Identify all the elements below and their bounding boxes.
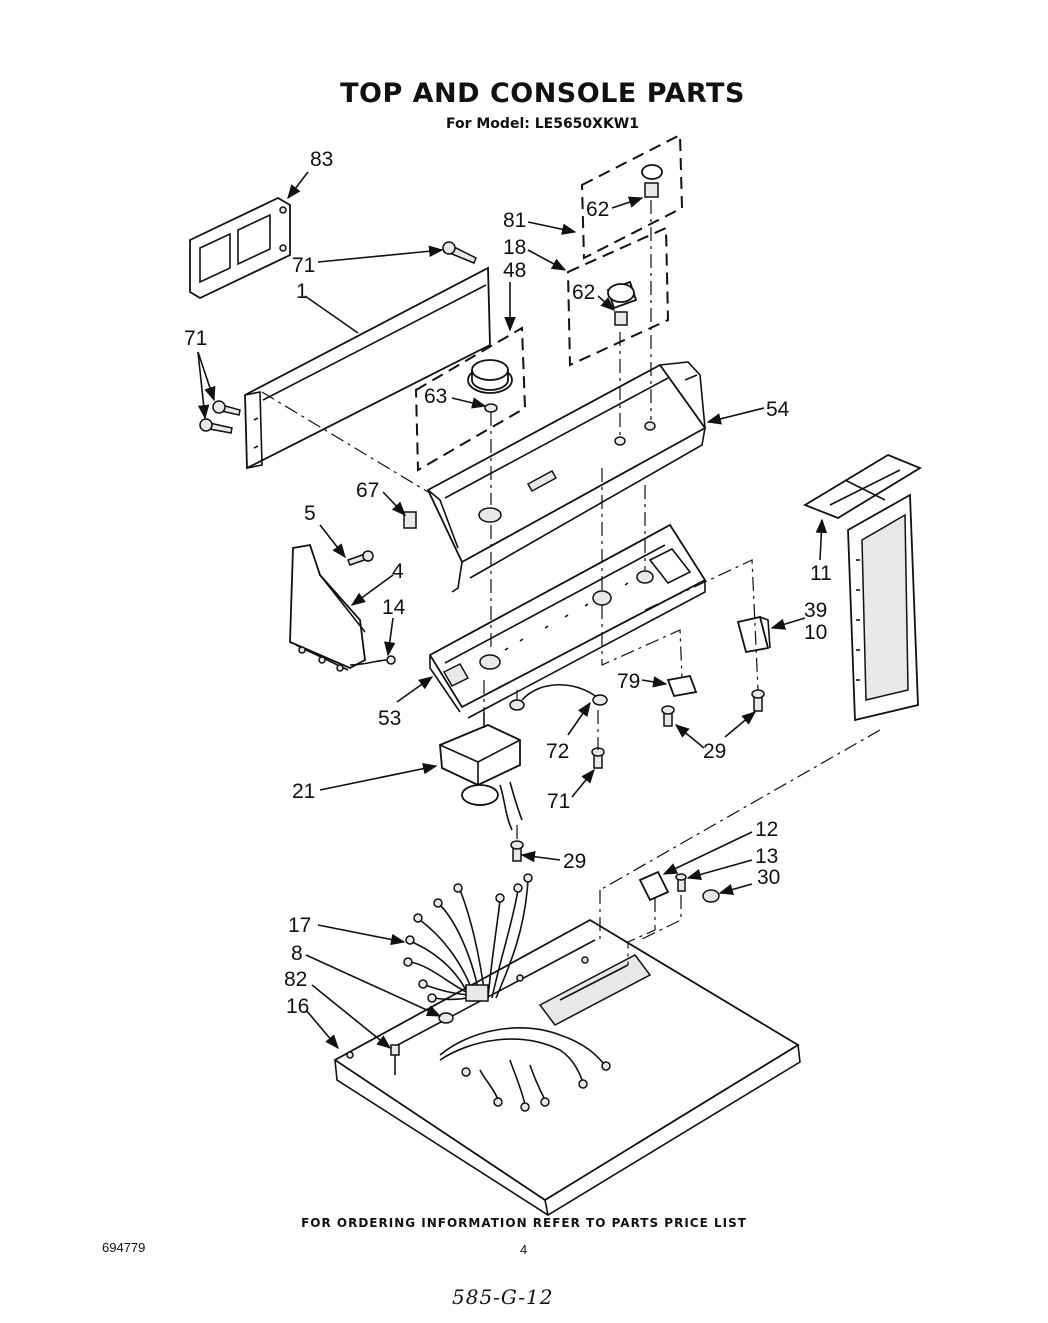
callout-29-bottom: 29 bbox=[563, 850, 586, 873]
callout-83: 83 bbox=[310, 148, 333, 171]
callout-8: 8 bbox=[291, 942, 303, 965]
kit-81-knob bbox=[580, 133, 684, 260]
callout-30: 30 bbox=[757, 866, 780, 889]
callout-79: 79 bbox=[617, 670, 640, 693]
callout-48: 48 bbox=[503, 259, 526, 282]
part-82-clip bbox=[390, 1044, 400, 1075]
part-53-console-frame bbox=[428, 523, 707, 719]
callout-39: 39 bbox=[804, 599, 827, 622]
handwritten-note: 585-G-12 bbox=[452, 1285, 554, 1309]
callout-10: 10 bbox=[804, 621, 827, 644]
callout-14: 14 bbox=[382, 596, 406, 619]
callout-71-left: 71 bbox=[184, 327, 207, 350]
screw-71-left-b bbox=[199, 418, 233, 434]
callout-17: 17 bbox=[288, 914, 311, 937]
callout-5: 5 bbox=[304, 502, 316, 525]
document-number: 694779 bbox=[102, 1240, 146, 1255]
part-39-switch bbox=[736, 615, 771, 654]
part-13-screw bbox=[675, 873, 687, 892]
callout-1: 1 bbox=[296, 280, 308, 303]
part-4-side-cover bbox=[289, 543, 366, 672]
callout-29-right: 29 bbox=[703, 740, 726, 763]
lower-wire-harness bbox=[439, 1027, 611, 1112]
callout-71-mid: 71 bbox=[547, 790, 570, 813]
callout-62-upper: 62 bbox=[586, 198, 609, 221]
part-16-cabinet-top bbox=[333, 918, 801, 1216]
callout-53: 53 bbox=[378, 707, 401, 730]
part-1-console-panel bbox=[244, 266, 491, 470]
callout-18: 18 bbox=[503, 236, 526, 259]
part-54-control-panel bbox=[426, 361, 707, 593]
model-line: For Model: LE5650XKW1 bbox=[445, 116, 639, 132]
callout-21: 21 bbox=[292, 780, 315, 803]
part-10-lint-screen bbox=[847, 493, 919, 722]
callout-82: 82 bbox=[284, 968, 307, 991]
callout-63: 63 bbox=[424, 385, 447, 408]
callout-12: 12 bbox=[755, 818, 778, 841]
callout-13: 13 bbox=[755, 845, 778, 868]
leader-lines bbox=[197, 171, 828, 1050]
part-8-grommet bbox=[438, 1012, 454, 1024]
callout-labels: 83 71 1 71 48 63 81 18 62 62 54 67 5 4 1… bbox=[184, 148, 832, 1018]
callout-62-lower: 62 bbox=[572, 281, 595, 304]
screw-5 bbox=[347, 550, 374, 566]
callout-16: 16 bbox=[286, 995, 309, 1018]
part-79-switch bbox=[666, 674, 698, 698]
page-title: TOP AND CONSOLE PARTS bbox=[340, 78, 745, 109]
callout-4: 4 bbox=[392, 560, 404, 583]
callout-11: 11 bbox=[810, 562, 832, 585]
part-83-bracket bbox=[189, 196, 291, 300]
screw-71-mid bbox=[591, 747, 605, 769]
part-21-timer bbox=[439, 712, 523, 831]
part-11-lint-cover bbox=[802, 453, 922, 520]
screw-71-left-a bbox=[212, 400, 241, 416]
page-number: 4 bbox=[520, 1242, 528, 1257]
screw-29-bottom bbox=[510, 840, 524, 862]
callout-67: 67 bbox=[356, 479, 379, 502]
screw-71-top bbox=[442, 241, 477, 264]
part-30-nut bbox=[702, 889, 720, 903]
callout-71-top: 71 bbox=[292, 254, 315, 277]
callout-54: 54 bbox=[766, 398, 790, 421]
part-12-bracket bbox=[638, 870, 670, 902]
screw-29-mid bbox=[661, 705, 675, 727]
ordering-info-note: FOR ORDERING INFORMATION REFER TO PARTS … bbox=[301, 1216, 747, 1230]
alignment-lines bbox=[261, 200, 881, 965]
callout-72: 72 bbox=[546, 740, 569, 763]
callout-81: 81 bbox=[503, 209, 526, 232]
part-17-wire-harness bbox=[403, 873, 533, 1003]
screw-29-right bbox=[751, 689, 765, 712]
part-67-clip bbox=[403, 511, 417, 529]
